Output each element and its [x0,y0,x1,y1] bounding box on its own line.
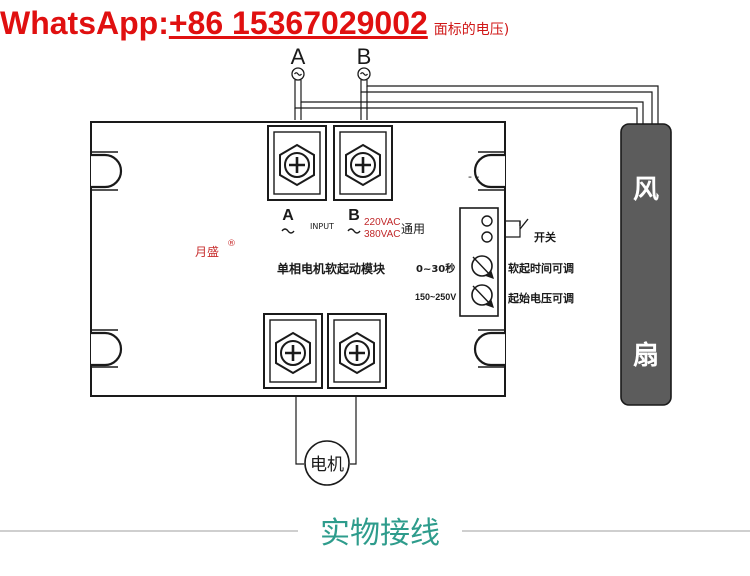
terminal-block-top-a [267,125,327,201]
motor-wires [295,396,357,465]
whatsapp-label: WhatsApp: [0,5,169,41]
whatsapp-number[interactable]: +86 15367029002 [168,5,428,41]
voltage-220-label: 220VAC [364,217,401,228]
input-label: INPUT [310,222,334,231]
whatsapp-header: WhatsApp: +86 15367029002 面标的电压) [0,0,509,46]
module-body [90,121,506,397]
input-a-ac-icon [281,228,295,234]
time-adjust-arrow-icon [472,256,494,280]
voltage-adjust-arrow-icon [472,285,494,309]
registered-mark: ® [227,239,236,249]
fan-body [620,123,672,406]
input-a-label: A [282,207,294,224]
dash-marker: - - [468,170,479,183]
mounting-slot-icon [91,153,505,367]
footer-caption: 实物接线 [320,516,440,551]
input-b-label: B [348,207,360,224]
switch-terminal-icon [481,231,493,243]
brand-label: 月盛 [195,244,219,259]
universal-label: 通用 [401,222,425,236]
top-ac-symbol-b-icon [357,67,371,81]
switch-label: 开关 [534,230,556,244]
motor-icon [304,440,350,486]
top-terminal-b-label: B [357,44,372,69]
top-terminal-a-label: A [291,44,306,69]
terminal-block-bottom-b [327,313,387,389]
fan-label-char-2: 扇 [633,340,659,371]
switch-icon [519,218,529,230]
voltage-range-label: 150~250V [415,292,456,302]
input-b-ac-icon [347,228,361,234]
time-range-label: 0~30秒 [416,262,455,275]
voltage-380-label: 380VAC [364,229,401,240]
top-ac-symbol-a-icon [291,67,305,81]
fan-label-char-1: 风 [633,175,659,205]
soft-start-time-label: 软起时间可调 [508,261,574,275]
terminal-block-bottom-a [263,313,323,389]
motor-label: 电机 [310,455,344,475]
control-panel [459,207,499,317]
start-voltage-label: 起始电压可调 [507,291,574,305]
fan-wires [294,80,659,238]
module-title: 单相电机软起动模块 [277,261,386,276]
switch-terminal-icon [481,215,493,227]
terminal-block-top-b [333,125,393,201]
voltage-note: 面标的电压) [433,22,510,38]
